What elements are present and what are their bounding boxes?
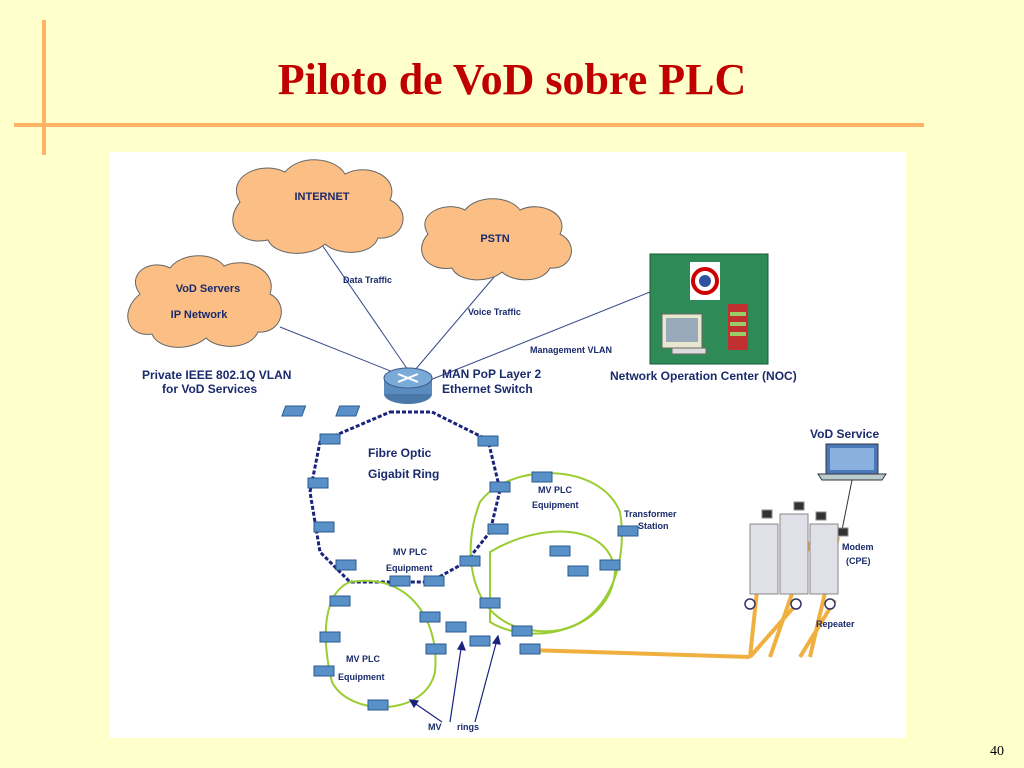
switch-icon — [567, 565, 589, 577]
title-rule-horizontal — [14, 123, 924, 127]
network-diagram: INTERNET PSTN VoD Servers IP Network Dat… — [110, 152, 906, 738]
switch-sub-label: Ethernet Switch — [442, 382, 533, 396]
vod-servers-cloud: VoD Servers IP Network — [127, 255, 282, 348]
slide-title: Piloto de VoD sobre PLC — [277, 55, 747, 104]
noc-panel — [649, 253, 769, 365]
modem-sub-label: (CPE) — [846, 556, 871, 566]
switch-icon — [313, 665, 335, 677]
switch-label: MAN PoP Layer 2 — [442, 367, 541, 381]
voice-traffic-label: Voice Traffic — [468, 307, 521, 317]
switch-icon — [389, 575, 411, 587]
workstation-icon — [661, 313, 707, 355]
mv-plc-3-label: MV PLC — [346, 654, 381, 664]
switch-icon — [489, 481, 511, 493]
switch-icon — [549, 545, 571, 557]
repeater-icon — [744, 598, 756, 610]
ring-label: Fibre Optic — [368, 446, 432, 460]
switch-icon — [425, 643, 447, 655]
page-number: 40 — [990, 744, 1004, 759]
rings-label: rings — [457, 722, 479, 732]
switch-icon — [335, 405, 361, 417]
mv-plc-2-label: MV PLC — [393, 547, 428, 557]
management-vlan-label: Management VLAN — [530, 345, 612, 355]
switch-icon — [469, 635, 491, 647]
mv-plc-1-sub-label: Equipment — [532, 500, 579, 510]
switch-icon — [423, 575, 445, 587]
building-icon — [749, 501, 849, 595]
switch-icon — [479, 597, 501, 609]
switch-icon — [319, 631, 341, 643]
switch-icons — [281, 405, 639, 711]
switch-icon — [335, 559, 357, 571]
transformer-sub-label: Station — [638, 521, 669, 531]
switch-icon — [445, 621, 467, 633]
ring-sub-label: Gigabit Ring — [368, 467, 439, 481]
switch-icon — [319, 433, 341, 445]
switch-icon — [519, 643, 541, 655]
transformer-label: Transformer — [624, 509, 677, 519]
switch-icon — [477, 435, 499, 447]
mv-rings-arrows — [408, 634, 501, 723]
switch-icon — [599, 559, 621, 571]
title-rule-vertical — [42, 20, 46, 155]
server-rack-icon — [728, 304, 748, 350]
repeater-label: Repeater — [816, 619, 855, 629]
pstn-cloud: PSTN — [421, 198, 572, 281]
switch-icon — [419, 611, 441, 623]
mv-plc-2-sub-label: Equipment — [386, 563, 433, 573]
vod-servers-label: VoD Servers — [176, 283, 241, 295]
switch-icon — [329, 595, 351, 607]
data-traffic-label: Data Traffic — [343, 275, 392, 285]
internet-label: INTERNET — [295, 191, 350, 203]
wan-links — [279, 241, 651, 381]
laptop-icon — [817, 443, 887, 481]
repeater-icon — [824, 598, 836, 610]
switch-icon — [531, 471, 553, 483]
router-icon — [383, 367, 433, 404]
modem-label: Modem — [842, 542, 874, 552]
switch-icon — [487, 523, 509, 535]
switch-icon — [281, 405, 307, 417]
repeater-icon — [790, 598, 802, 610]
switch-icon — [307, 477, 329, 489]
vod-service-label: VoD Service — [810, 427, 879, 441]
private-vlan-label: Private IEEE 802.1Q VLAN — [142, 368, 291, 382]
noc-icon — [690, 262, 720, 300]
repeater-icons — [744, 598, 836, 610]
switch-icon — [313, 521, 335, 533]
switch-icon — [367, 699, 389, 711]
ip-network-label: IP Network — [171, 309, 229, 321]
private-vlan-sub-label: for VoD Services — [162, 382, 257, 396]
switch-icon — [511, 625, 533, 637]
switch-icon — [617, 525, 639, 537]
mv-plc-3-sub-label: Equipment — [338, 672, 385, 682]
mv-plc-1-label: MV PLC — [538, 485, 573, 495]
pstn-label: PSTN — [480, 233, 509, 245]
noc-label: Network Operation Center (NOC) — [610, 369, 797, 383]
internet-cloud: INTERNET — [232, 159, 404, 254]
switch-icon — [459, 555, 481, 567]
laptop-cable — [841, 479, 853, 531]
mv-label: MV — [428, 722, 442, 732]
